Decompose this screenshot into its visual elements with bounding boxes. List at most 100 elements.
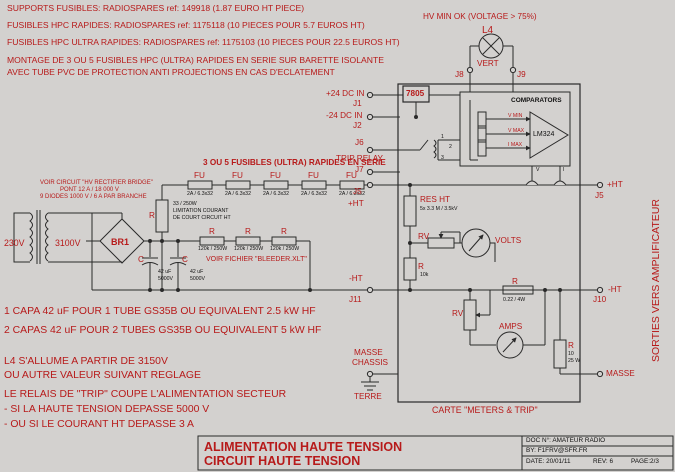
fuse-5: [339, 180, 365, 190]
header-note-4: MONTAGE DE 3 OU 5 FUSIBLES HPC (ULTRA) R…: [7, 55, 384, 65]
transformer-secondary-label: 3100V: [55, 238, 81, 248]
bleeder-note: VOIR FICHIER "BLEEDER.XLT": [206, 256, 307, 263]
masse-label: MASSE: [606, 369, 635, 378]
relay-pin-3: 3: [441, 155, 444, 161]
title-line-1: ALIMENTATION HAUTE TENSION: [204, 440, 403, 454]
bleeder-2-value: 120k / 250W: [234, 246, 264, 252]
capacity-note-2: 2 CAPAS 42 uF POUR 2 TUBES GS35B OU EQUI…: [4, 325, 322, 336]
j11-label: -HT: [349, 274, 363, 283]
j11-pin: J11: [349, 295, 362, 304]
doc-number: DOC N°: AMATEUR RADIO: [526, 437, 606, 444]
fuse-4: [301, 180, 327, 190]
limit-resistor-symbol: [155, 199, 169, 233]
header-note-3: FUSIBLES HPC ULTRA RAPIDES: RADIOSPARES …: [7, 37, 400, 47]
trip-relay-symbol: [419, 139, 460, 161]
limit-resistor-label: R: [149, 211, 155, 220]
fuse-2-rating: 2A / 6.3x32: [225, 191, 251, 197]
bleeder-1-label: R: [209, 227, 215, 236]
bridge-caption-2: PONT 12 A / 18 000 V: [60, 187, 119, 193]
fuse-4-rating: 2A / 6.3x32: [301, 191, 327, 197]
i-tap-label: I: [563, 167, 565, 173]
v-tap-label: V: [536, 167, 540, 173]
lamp-pin-j9: J9: [517, 70, 526, 79]
bridge-caption-1: VOIR CIRCUIT "HV RECTIFIER BRIDGE": [40, 180, 153, 186]
relay-note-3: - OU SI LE COURANT HT DEPASSE 3 A: [4, 419, 194, 430]
res-ht-label: RES HT: [420, 195, 451, 204]
fuse-1: [187, 180, 213, 190]
fuse-1-rating: 2A / 6.3x32: [187, 191, 213, 197]
j2-label: -24 DC IN: [326, 111, 363, 120]
limit-resistor-value-2: LIMITATION COURANT: [173, 208, 229, 214]
meters-board-outline: [397, 83, 581, 403]
bottom-resistor-symbol: [553, 339, 567, 369]
fuse-5-label: FU: [346, 171, 357, 180]
r-bottom-value-1: 10: [568, 351, 574, 357]
j5-left-label: +HT: [348, 199, 364, 208]
j6-pin: J6: [355, 138, 364, 147]
transformer-primary-label: 230V: [4, 238, 25, 248]
shunt-value: 0.22 / 4W: [503, 297, 526, 303]
relay-pin-2: 2: [449, 144, 452, 150]
j5-right-label: +HT: [607, 180, 623, 189]
relay-note-2: - SI LA HAUTE TENSION DEPASSE 5000 V: [4, 404, 210, 415]
capacitor-1-value-2: 5000V: [158, 276, 174, 282]
fuse-1-label: FU: [194, 171, 205, 180]
lm324-label: LM324: [533, 131, 555, 138]
title-line-2: CIRCUIT HAUTE TENSION: [204, 454, 361, 468]
bleeder-3-label: R: [281, 227, 287, 236]
fuse-5-rating: 2A / 6.3x32: [339, 191, 365, 197]
masse-chassis-1: MASSE: [354, 348, 383, 357]
j1-pin: J1: [353, 99, 362, 108]
j5-right-pin: J5: [595, 191, 604, 200]
bridge-label: BR1: [111, 237, 130, 247]
rv-volts-label: RV: [418, 232, 430, 241]
regulator-label: 7805: [406, 89, 425, 98]
relay-pin-1: 1: [441, 134, 444, 140]
r-bottom-value-2: 25 W: [568, 358, 581, 364]
board-caption: CARTE "METERS & TRIP": [432, 405, 538, 415]
fuse-2: [225, 180, 251, 190]
bridge-rectifier-symbol: [86, 212, 162, 264]
bleeder-1-value: 120k / 250W: [198, 246, 228, 252]
volts-label: VOLTS: [495, 236, 522, 245]
comparator-block: [459, 91, 571, 167]
fuse-3-label: FU: [270, 171, 281, 180]
r-bottom-label: R: [568, 341, 574, 350]
bleeder-resistor-1: [199, 236, 225, 246]
bleeder-resistor-3: [271, 236, 297, 246]
amps-label: AMPS: [499, 322, 523, 331]
lamp-pin-j8: J8: [455, 70, 464, 79]
vmax-label: V MAX: [508, 128, 525, 134]
fuse-3: [263, 180, 289, 190]
vmin-label: V MIN: [508, 113, 523, 119]
masse-chassis-2: CHASSIS: [352, 358, 388, 367]
transformer-symbol: [13, 210, 93, 264]
lamp-note-2: OU AUTRE VALEUR SUIVANT REGLAGE: [4, 370, 201, 381]
rv-amps-label: RV: [452, 309, 464, 318]
fuse-4-label: FU: [308, 171, 319, 180]
r-10k-label: R: [418, 262, 424, 271]
comparators-title: COMPARATORS: [511, 97, 562, 104]
limit-resistor-value-1: 33 / 250W: [173, 201, 197, 207]
shunt-label: R: [512, 277, 518, 286]
j10-label: -HT: [608, 285, 622, 294]
bleeder-2-label: R: [245, 227, 251, 236]
capacity-note-1: 1 CAPA 42 uF POUR 1 TUBE GS35B OU EQUIVA…: [4, 306, 316, 317]
j2-pin: J2: [353, 121, 362, 130]
capacitor-2-value-2: 5000V: [190, 276, 206, 282]
j7-pin: J7: [355, 165, 364, 174]
date: DATE: 20/01/11: [526, 458, 571, 465]
fuse-2-label: FU: [232, 171, 243, 180]
bleeder-resistor-symbols: [199, 236, 310, 246]
side-label: SORTIES VERS AMPLIFICATEUR: [650, 199, 662, 362]
capacitor-2-value-1: 42 uF: [190, 269, 204, 275]
bleeder-resistor-2: [235, 236, 261, 246]
lamp-l4-symbol: [469, 33, 514, 92]
filter-capacitors-symbol: [141, 241, 187, 290]
capacitor-2-label: C: [182, 255, 188, 264]
r-10k-value: 10k: [420, 272, 429, 278]
lamp-note-1: L4 S'ALLUME A PARTIR DE 3150V: [4, 356, 168, 367]
fuse-bank-title: 3 OU 5 FUSIBLES (ULTRA) RAPIDES EN SERIE: [203, 158, 386, 167]
